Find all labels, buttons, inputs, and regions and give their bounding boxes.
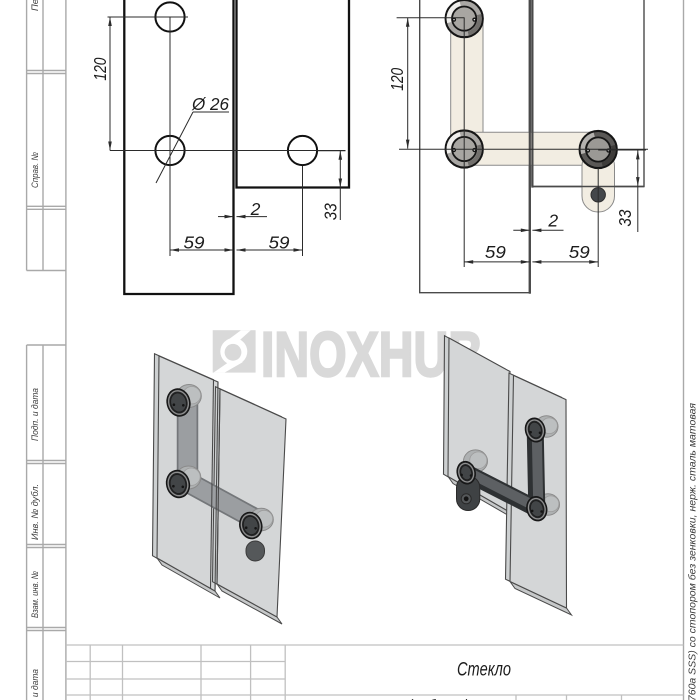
svg-text:33: 33 (615, 209, 635, 226)
svg-text:2: 2 (250, 199, 261, 219)
svg-text:Подп. и дата: Подп. и дата (30, 388, 41, 441)
svg-text:(Т760а SSS) со стопором без зе: (Т760а SSS) со стопором без зенковки, не… (687, 403, 699, 700)
svg-text:33: 33 (321, 203, 341, 220)
svg-text:120: 120 (387, 68, 407, 91)
svg-text:Справ. №: Справ. № (30, 152, 41, 188)
svg-text:Стекло: Стекло (457, 660, 511, 681)
svg-text:Ø 26: Ø 26 (191, 94, 229, 114)
svg-text:Подп. и дата: Подп. и дата (30, 669, 41, 700)
svg-text:59: 59 (269, 232, 290, 252)
svg-text:59: 59 (184, 232, 205, 252)
svg-text:59: 59 (485, 242, 506, 262)
svg-text:Перв. примен.: Перв. примен. (30, 0, 41, 11)
svg-text:2: 2 (547, 211, 558, 231)
svg-text:59: 59 (569, 242, 590, 262)
svg-text:Инв. № дубл.: Инв. № дубл. (30, 484, 41, 540)
svg-text:Взам. инв. №: Взам. инв. № (30, 571, 41, 618)
svg-text:Петля 1-2 (В1б=320): Петля 1-2 (В1б=320) (341, 697, 469, 700)
svg-text:120: 120 (90, 57, 110, 80)
